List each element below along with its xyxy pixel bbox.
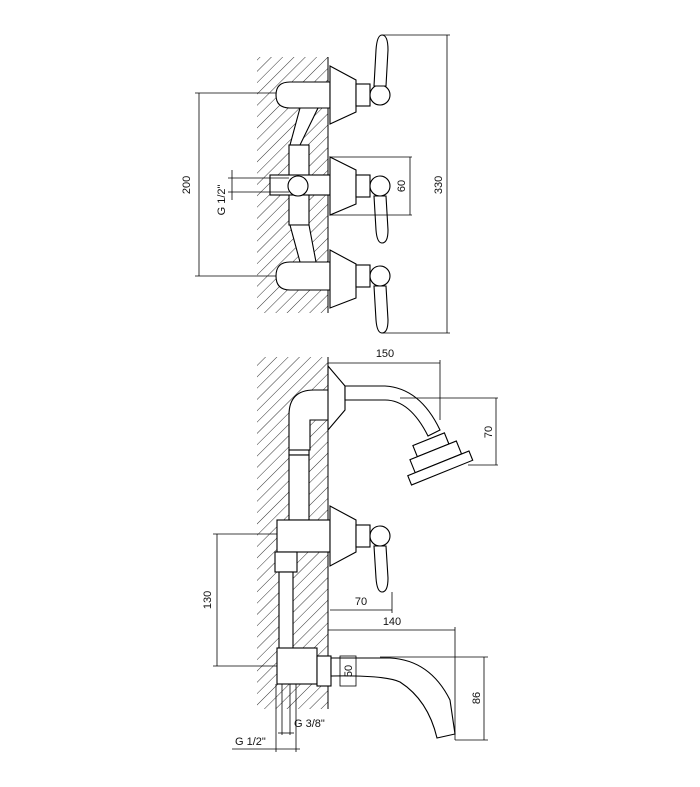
mixer-handle bbox=[329, 505, 391, 593]
dim-outlet-thread: G 3/8" bbox=[278, 684, 325, 735]
supply-nut bbox=[274, 551, 298, 573]
dim-inlet-thread-top: G 1/2" bbox=[216, 170, 289, 215]
lower-inlet-arm bbox=[275, 261, 331, 291]
spout-flange bbox=[316, 655, 332, 687]
shower-flange bbox=[327, 364, 346, 432]
shower-arm bbox=[344, 385, 441, 437]
dim-shower-drop: 70 bbox=[400, 397, 498, 466]
riser-pipe bbox=[288, 454, 310, 521]
dim-150-label: 150 bbox=[376, 348, 394, 360]
riser-pipe-upper bbox=[288, 449, 310, 456]
mixer-body bbox=[276, 519, 331, 553]
dim-inlet-thread-bottom: G 1/2" bbox=[232, 684, 300, 752]
dim-spout-body: 50 bbox=[339, 655, 357, 687]
dim-handle-reach: 70 bbox=[330, 592, 393, 613]
dim-200-label: 200 bbox=[181, 176, 193, 194]
thread-3-8-label: G 3/8" bbox=[294, 718, 325, 730]
dim-handle-spacing: 60 bbox=[330, 156, 412, 216]
dim-86-label: 86 bbox=[471, 692, 483, 704]
dim-overall-height: 330 bbox=[382, 34, 450, 334]
central-nut bbox=[287, 175, 309, 197]
dim-inlet-spacing: 200 bbox=[181, 92, 276, 277]
dim-shower-reach: 150 bbox=[327, 348, 441, 420]
lower-body bbox=[276, 647, 318, 685]
middle-handle bbox=[329, 156, 391, 244]
upper-inlet-arm bbox=[275, 81, 331, 109]
bath-spout bbox=[330, 657, 456, 739]
dim-spout-reach: 140 bbox=[328, 616, 456, 740]
dim-spout-height: 86 bbox=[380, 656, 488, 741]
dim-140-label: 140 bbox=[383, 616, 401, 628]
shower-elbow bbox=[288, 389, 331, 451]
lower-handle bbox=[329, 249, 391, 334]
bottom-view: 150 70 130 70 140 bbox=[202, 348, 498, 752]
dim-50-label: 50 bbox=[343, 665, 355, 677]
thread-label-top: G 1/2" bbox=[216, 185, 228, 216]
dim-330-label: 330 bbox=[433, 176, 445, 194]
upper-handle bbox=[329, 34, 391, 125]
top-view: 200 G 1/2" 60 330 bbox=[181, 34, 450, 334]
dim-70-handle-label: 70 bbox=[355, 596, 367, 608]
dim-60-label: 60 bbox=[396, 180, 408, 192]
thread-1-2-label: G 1/2" bbox=[235, 736, 266, 748]
dim-inlet-height: 130 bbox=[202, 533, 277, 667]
dim-130-label: 130 bbox=[202, 591, 214, 609]
dim-70-shower-label: 70 bbox=[483, 426, 495, 438]
supply-pipe bbox=[278, 571, 294, 651]
shower-head bbox=[407, 432, 474, 486]
